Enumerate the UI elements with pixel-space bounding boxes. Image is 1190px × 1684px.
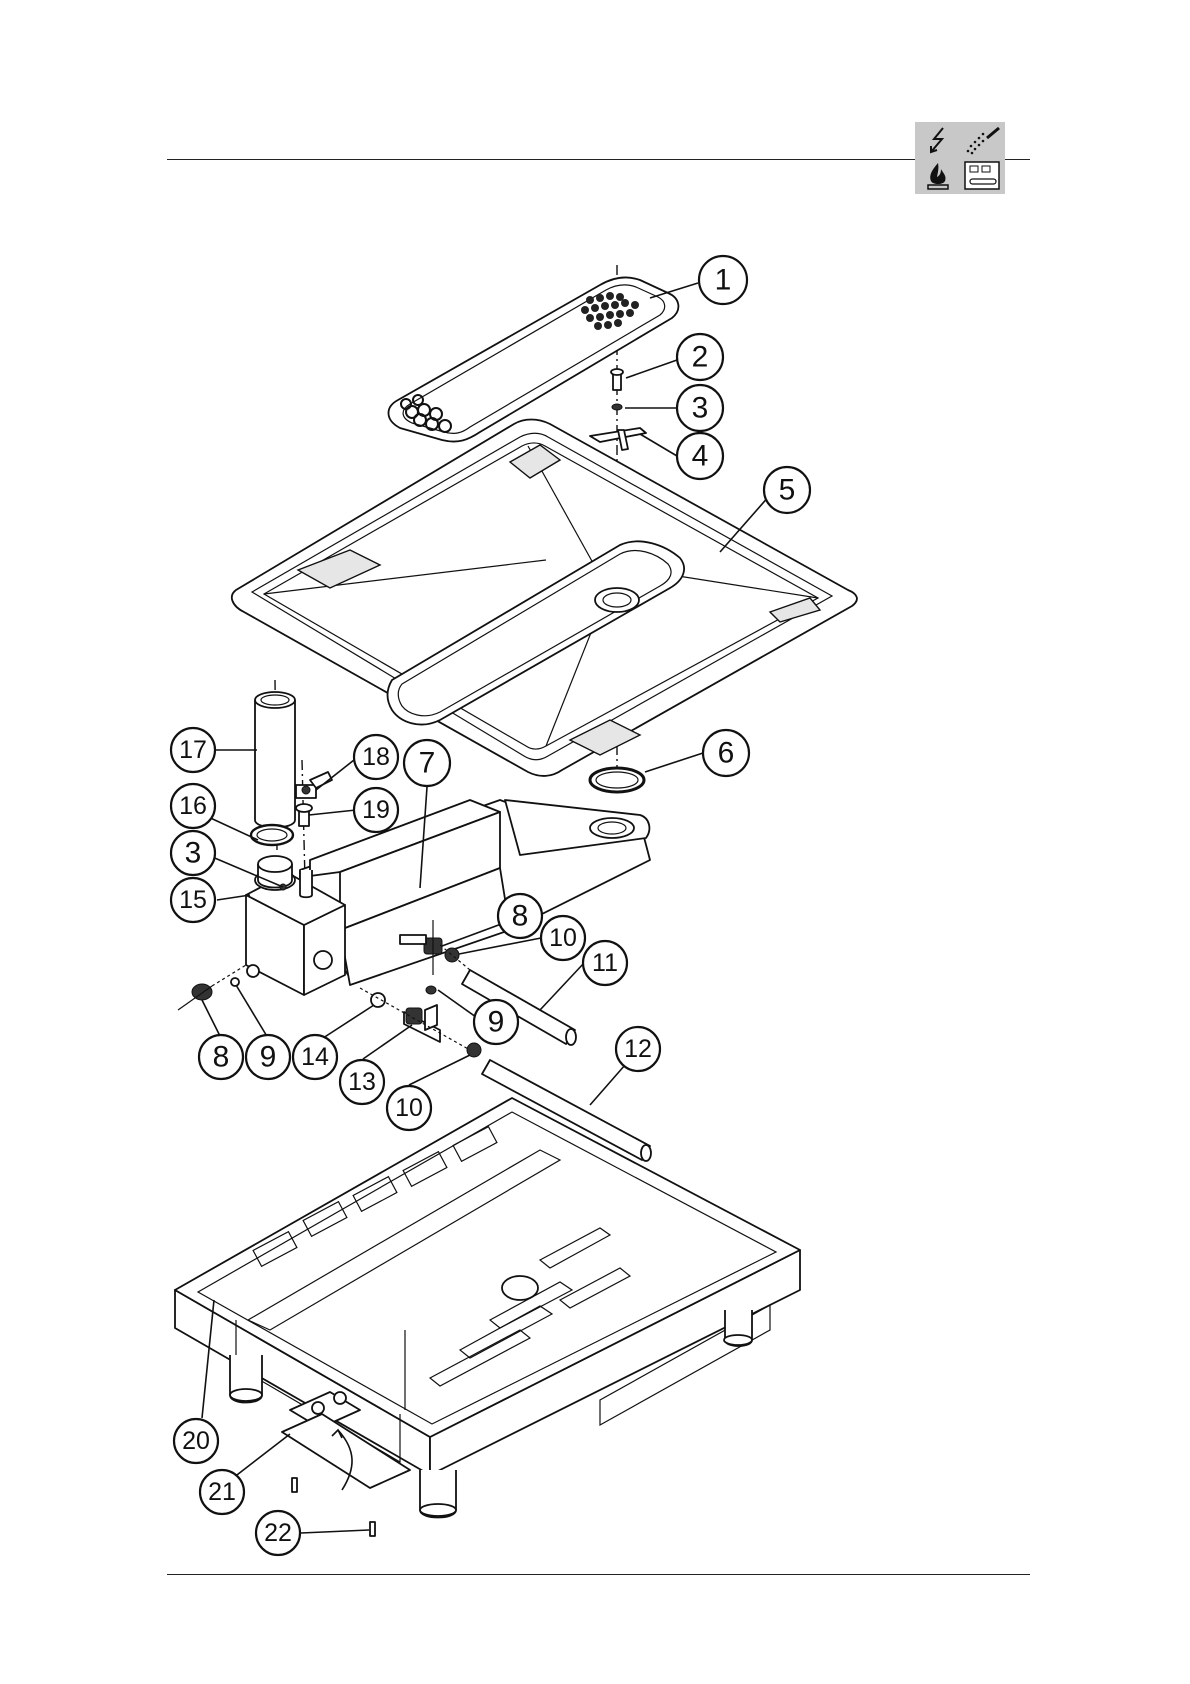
callout-13-text: 13 — [348, 1068, 376, 1096]
callout-11-text: 11 — [592, 949, 618, 977]
overflow-tube — [255, 692, 295, 828]
callout-8-right-text: 8 — [512, 900, 529, 933]
callout-9-right-text: 9 — [488, 1006, 505, 1039]
callout-10-lower-text: 10 — [395, 1094, 423, 1122]
callout-5: 5 — [764, 467, 810, 513]
callout-6: 6 — [703, 730, 749, 776]
callout-3-top: 3 — [677, 385, 723, 431]
callout-3-left-text: 3 — [185, 837, 202, 870]
callout-22: 22 — [256, 1511, 300, 1555]
callout-8-left-text: 8 — [213, 1041, 230, 1074]
bracket-part — [590, 428, 646, 450]
gasket-ring — [590, 768, 644, 792]
callout-15-text: 15 — [179, 886, 207, 914]
callout-9-right: 9 — [474, 1000, 518, 1044]
tee-fitting — [404, 1005, 440, 1042]
callout-3-left: 3 — [171, 831, 215, 875]
clamp-ring — [251, 825, 293, 845]
callout-19: 19 — [354, 788, 398, 832]
callout-21-text: 21 — [208, 1478, 236, 1506]
callout-1: 1 — [699, 256, 747, 304]
callout-13: 13 — [340, 1060, 384, 1104]
panel-screws — [292, 1478, 375, 1536]
screw-part — [611, 369, 623, 390]
callout-19-text: 19 — [362, 796, 390, 824]
callout-12: 12 — [616, 1027, 660, 1071]
callout-1-text: 1 — [715, 264, 732, 297]
callout-14: 14 — [293, 1035, 337, 1079]
callout-17-text: 17 — [179, 736, 207, 764]
drip-pan — [232, 420, 857, 776]
washer-small-right — [426, 986, 436, 994]
callout-21: 21 — [200, 1470, 244, 1514]
callout-9-left-text: 9 — [260, 1041, 277, 1074]
callout-9-left: 9 — [246, 1035, 290, 1079]
callout-4-text: 4 — [692, 440, 709, 473]
callout-5-text: 5 — [779, 474, 796, 507]
callout-16-text: 16 — [179, 792, 207, 820]
callout-16: 16 — [171, 784, 215, 828]
callout-10-upper: 10 — [541, 916, 585, 960]
callout-17: 17 — [171, 728, 215, 772]
callout-11: 11 — [583, 941, 627, 985]
callout-15: 15 — [171, 878, 215, 922]
drip-tray-grid — [388, 278, 678, 442]
callout-7-text: 7 — [419, 747, 436, 780]
valve-lower — [178, 984, 212, 1010]
callout-8-left: 8 — [199, 1035, 243, 1079]
washer-small-left — [231, 978, 239, 986]
washer-part — [612, 404, 622, 410]
callout-12-text: 12 — [624, 1035, 652, 1063]
callout-6-text: 6 — [718, 737, 735, 770]
callout-14-text: 14 — [301, 1043, 329, 1071]
callout-10-lower: 10 — [387, 1086, 431, 1130]
callout-2-text: 2 — [692, 341, 709, 374]
hose-connector — [296, 772, 332, 798]
callout-3-top-text: 3 — [692, 392, 709, 425]
callout-18: 18 — [354, 735, 398, 779]
callout-7: 7 — [404, 740, 450, 786]
callout-4: 4 — [677, 433, 723, 479]
callout-22-text: 22 — [264, 1519, 292, 1547]
callout-20-text: 20 — [182, 1427, 210, 1455]
callout-18-text: 18 — [362, 743, 390, 771]
callout-10-upper-text: 10 — [549, 924, 577, 952]
base-frame — [175, 1098, 800, 1518]
callout-2: 2 — [677, 334, 723, 380]
washer-upper — [445, 948, 459, 962]
callout-8-right: 8 — [498, 894, 542, 938]
callout-20: 20 — [174, 1419, 218, 1463]
